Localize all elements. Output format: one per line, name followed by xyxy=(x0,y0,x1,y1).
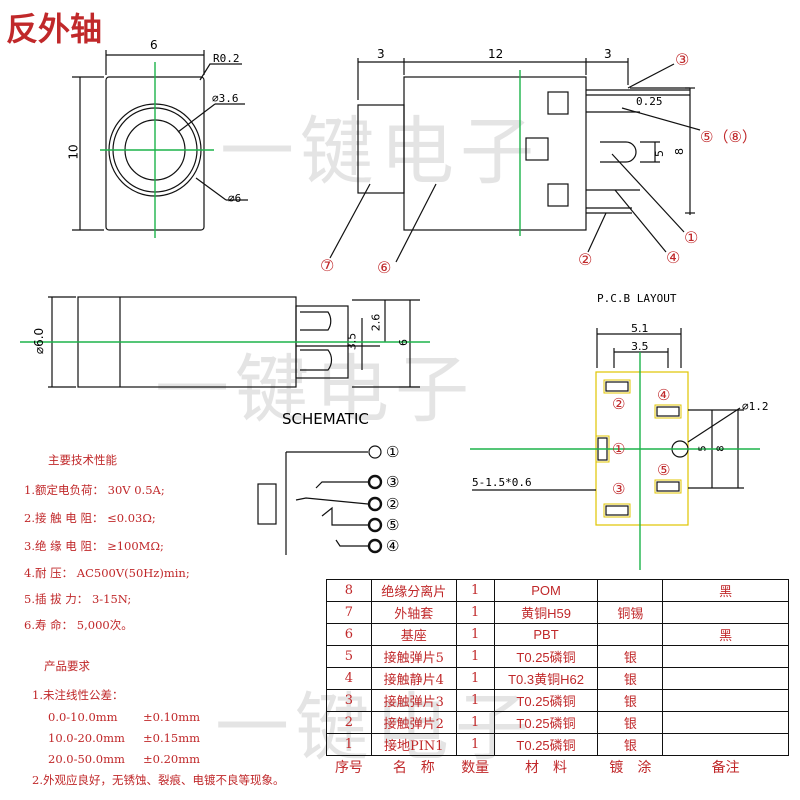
dim-top-dia: ⌀6.0 xyxy=(32,327,47,355)
pcb-pad-label-5: ⑤ xyxy=(657,461,671,479)
bom-header: 序号名 称数量材 料镀 涂备注 xyxy=(334,759,740,776)
callout-2: ② xyxy=(578,250,593,269)
schematic-pin-2: ② xyxy=(386,495,400,513)
dim-side-left: 3 xyxy=(377,47,385,61)
dim-side-right: 3 xyxy=(604,47,612,61)
pcb-pad-label-3: ③ xyxy=(612,480,626,498)
side-window-mid xyxy=(525,137,549,161)
dim-front-width: 6 xyxy=(150,38,158,52)
watermark-top: 一键电子 xyxy=(220,109,540,195)
side-body xyxy=(403,76,587,231)
tol-range-1: 0.0-10.0mm xyxy=(48,710,118,724)
specs-heading: 主要技术性能 xyxy=(48,453,117,467)
dim-pin-thickness: 0.25 xyxy=(636,95,663,108)
watermark-mid: 一键电子 xyxy=(155,347,475,433)
pcb-dim-8: 8 xyxy=(715,445,727,452)
pcb-pad-label-1: ① xyxy=(612,440,626,458)
schematic-pin-1: ① xyxy=(386,443,400,461)
requirements-heading: 产品要求 xyxy=(44,659,90,673)
spec-item-4: 4.耐 压： AC500V(50Hz)min; xyxy=(24,566,190,580)
spec-item-6: 6.寿 命： 5,000次。 xyxy=(24,618,133,632)
schematic-pin-3: ③ xyxy=(386,473,400,491)
schematic-label: SCHEMATIC xyxy=(282,410,369,428)
side-window-top xyxy=(547,91,569,115)
spec-item-2: 2.接 触 电 阻： ≤0.03Ω; xyxy=(24,511,156,525)
tol-value-1: ±0.10mm xyxy=(143,710,201,724)
schematic-pin-4: ④ xyxy=(386,537,400,555)
spec-item-1: 1.额定电负荷： 30V 0.5A; xyxy=(24,483,165,497)
pcb-dim-51: 5.1 xyxy=(631,322,649,335)
side-sleeve xyxy=(357,104,405,194)
pcb-pad-4 xyxy=(656,406,680,417)
callout-5-8: ⑤（⑧） xyxy=(700,128,757,146)
callout-6: ⑥ xyxy=(377,258,392,277)
pcb-pad-2 xyxy=(605,381,629,392)
dim-pin-5: 5 xyxy=(653,150,666,157)
dim-top-35: 3.5 xyxy=(345,332,359,351)
pcb-hole-dia: ⌀1.2 xyxy=(742,400,769,413)
schematic-pin-5: ⑤ xyxy=(386,516,400,534)
pcb-pad-label-2: ② xyxy=(612,395,626,413)
page-title: 反外轴 xyxy=(6,10,103,48)
pcb-slot-dim: 5-1.5*0.6 xyxy=(472,476,532,489)
pcb-dim-5: 5 xyxy=(697,445,709,452)
tol-value-3: ±0.20mm xyxy=(143,752,201,766)
dim-front-height: 10 xyxy=(66,144,81,160)
pcb-pad-label-4: ④ xyxy=(657,386,671,404)
callout-4: ④ xyxy=(666,248,681,267)
requirements-line2: 2.外观应良好，无锈蚀、裂痕、电镀不良等现象。 xyxy=(32,773,285,787)
dim-top-26: 2.6 xyxy=(369,313,383,332)
callout-3: ③ xyxy=(675,50,690,69)
callout-1: ① xyxy=(684,228,699,247)
dim-top-6: 6 xyxy=(397,339,410,346)
pcb-dim-35: 3.5 xyxy=(631,340,649,353)
pcb-pad-5 xyxy=(656,481,680,492)
tol-value-2: ±0.15mm xyxy=(143,731,201,745)
pcb-pad-3 xyxy=(605,505,629,516)
side-window-bot xyxy=(547,183,569,207)
tol-range-3: 20.0-50.0mm xyxy=(48,752,125,766)
dim-outer-dia: ⌀6 xyxy=(228,192,242,205)
pcb-title: P.C.B LAYOUT xyxy=(597,292,677,305)
dim-radius: R0.2 xyxy=(213,52,240,65)
tol-range-2: 10.0-20.0mm xyxy=(48,731,125,745)
dim-pin-8: 8 xyxy=(673,148,686,155)
spec-item-5: 5.插 拔 力： 3-15N; xyxy=(24,592,132,606)
spec-item-3: 3.绝 缘 电 阻： ≥100MΩ; xyxy=(24,539,164,553)
callout-7: ⑦ xyxy=(320,256,335,275)
dim-inner-dia: ⌀3.6 xyxy=(212,92,239,105)
dim-side-mid: 12 xyxy=(488,47,504,61)
requirements-line1: 1.未注线性公差： xyxy=(32,688,124,702)
